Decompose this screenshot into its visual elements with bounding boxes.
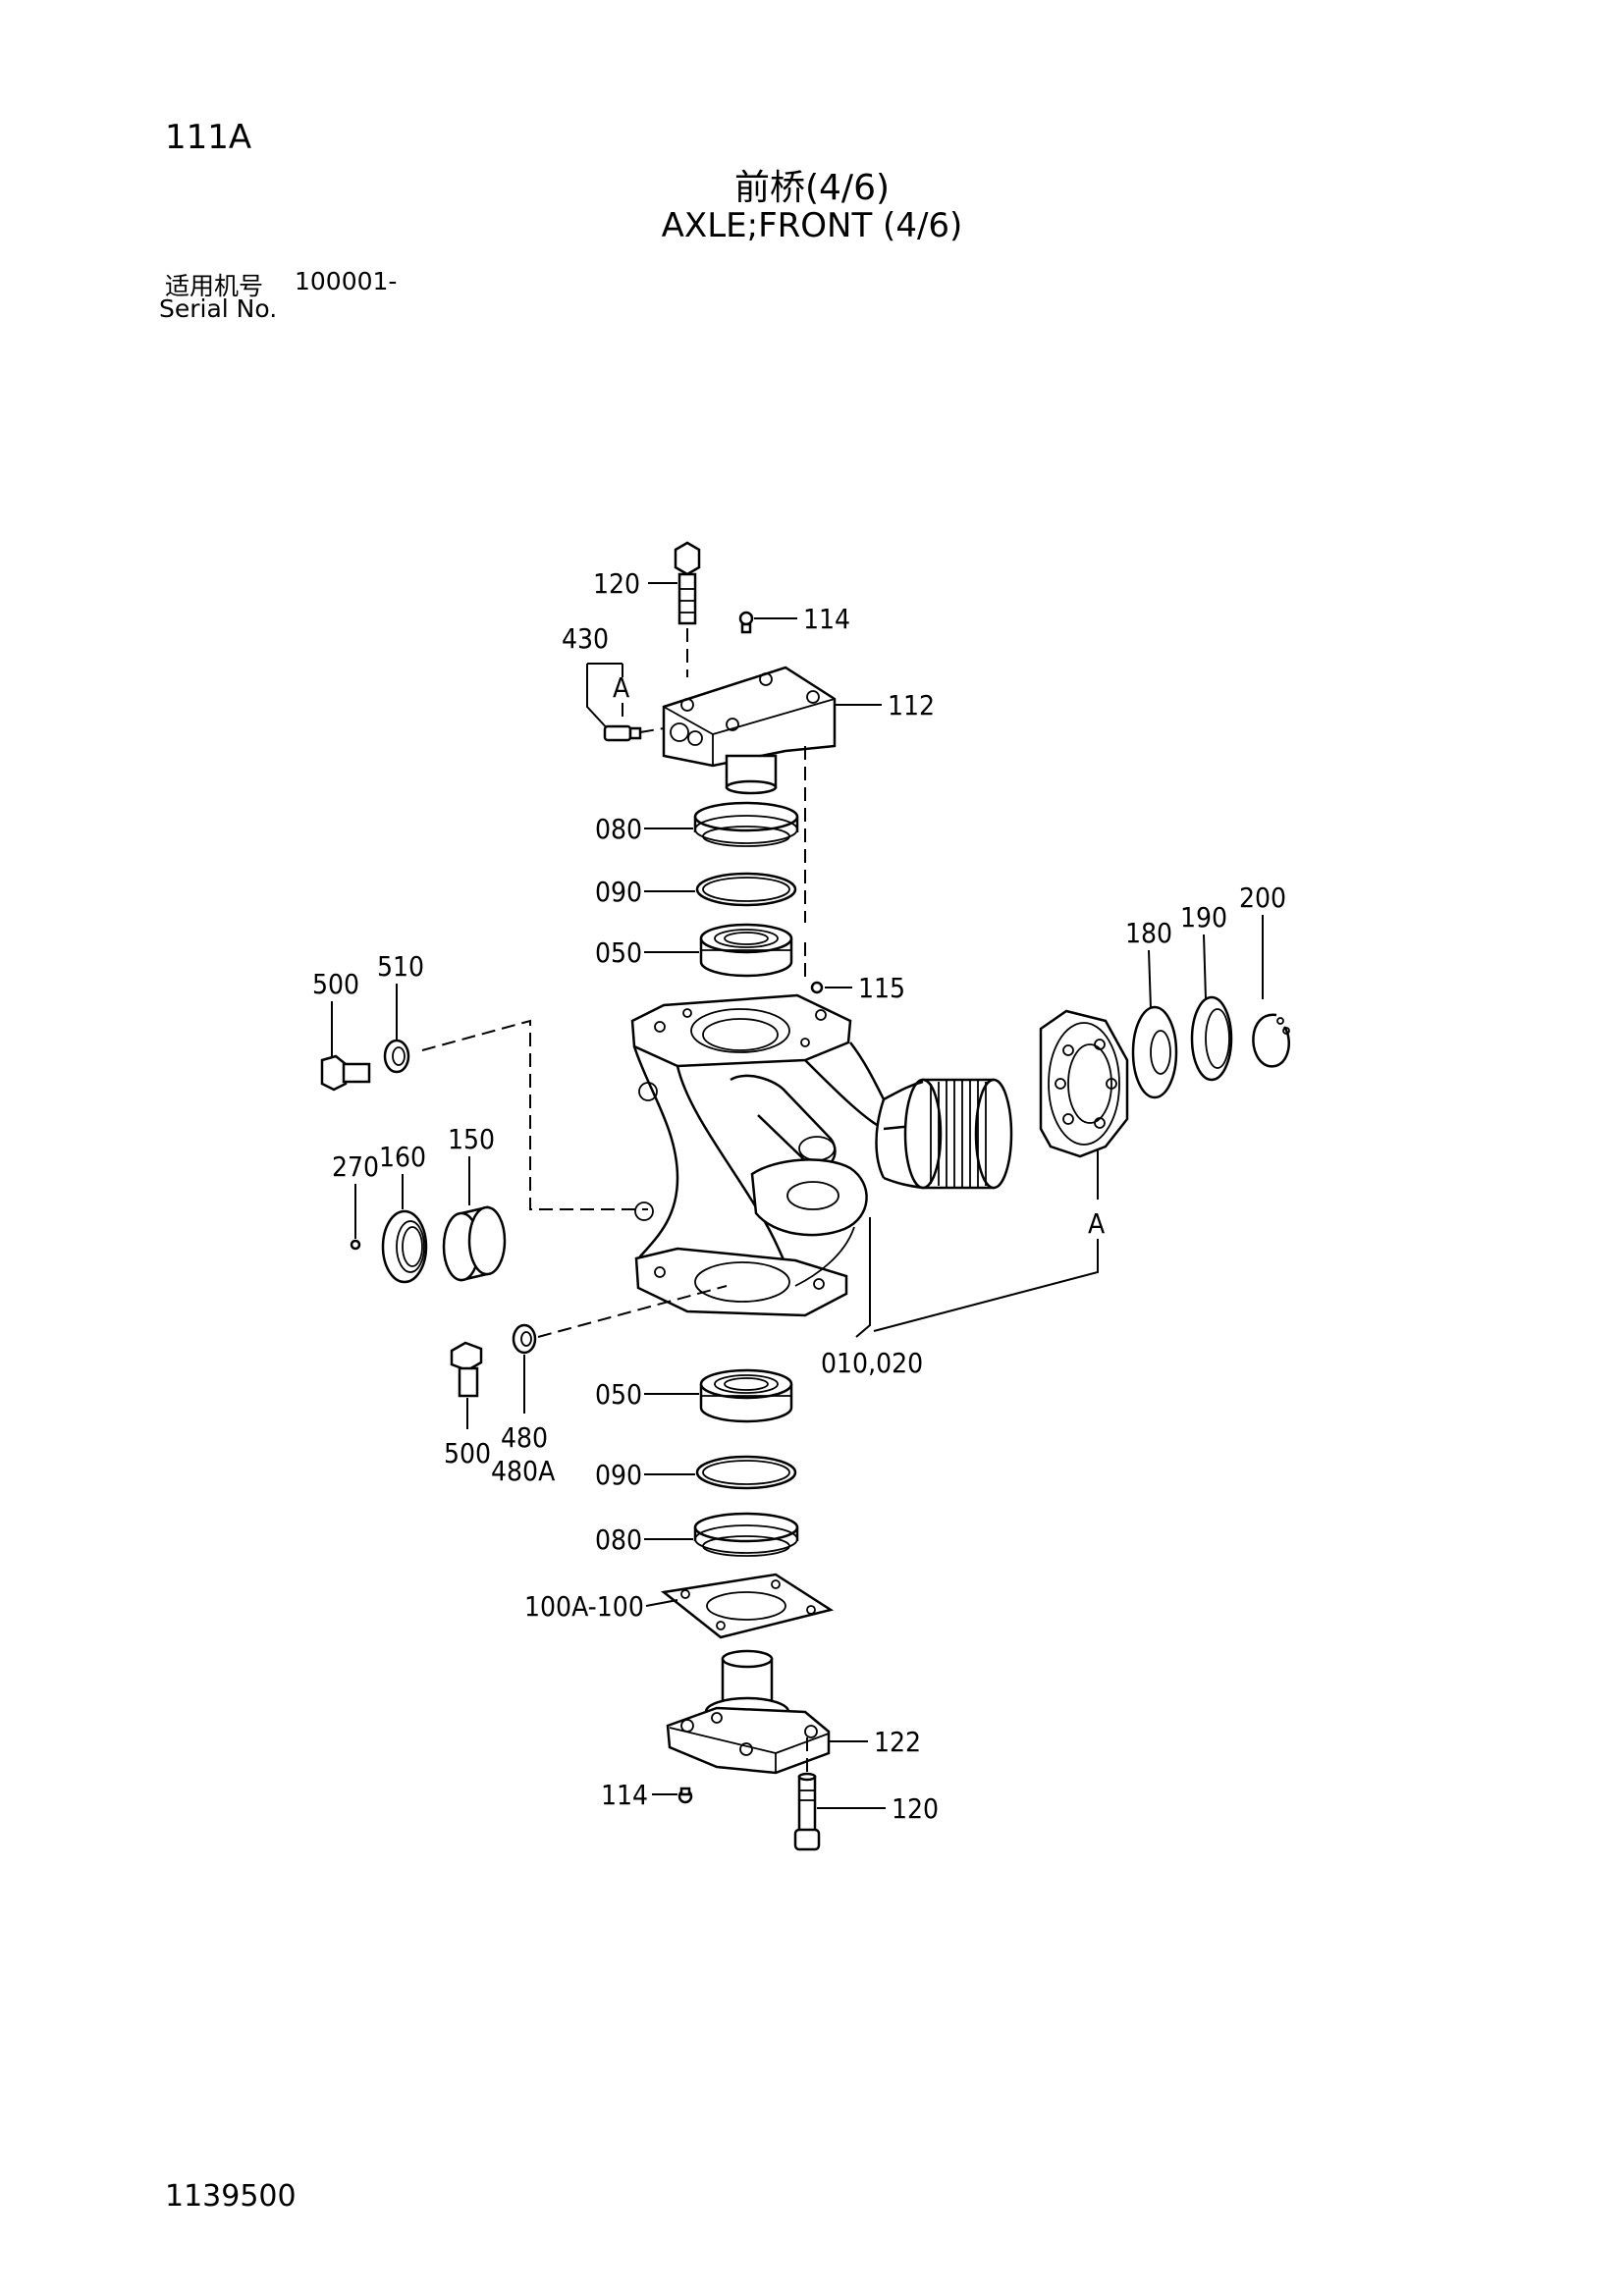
part-plug-430 [603,724,642,742]
callout-510: 510 [377,950,424,983]
callout-120-bottom: 120 [892,1792,939,1825]
callout-122: 122 [874,1726,921,1758]
part-cap-112 [662,666,837,795]
part-washer-510 [383,1039,410,1074]
part-bolt-120-bottom [793,1772,821,1851]
callout-080-bottom: 080 [595,1523,642,1556]
part-nipple-114-top [738,611,754,634]
callout-a-top: A [613,671,630,704]
part-bolt-500-top [320,1054,371,1092]
callout-114-top: 114 [803,603,850,635]
title-english: AXLE;FRONT (4/6) [661,206,963,245]
part-bolt-500-bottom [450,1341,483,1398]
callout-270: 270 [332,1150,379,1183]
part-bushing-150 [442,1205,507,1282]
callout-160: 160 [379,1141,426,1173]
part-115 [810,981,824,994]
serial-label-english: Serial No. [159,294,278,323]
page-number: 111A [165,118,252,157]
callout-050-top: 050 [595,936,642,969]
serial-value: 100001- [295,267,398,295]
part-snapring-200 [1252,1013,1290,1068]
callout-190: 190 [1180,901,1227,934]
callout-180: 180 [1125,917,1172,949]
callout-480: 480 [501,1421,548,1454]
part-270 [350,1239,361,1251]
part-seal-160 [381,1209,428,1284]
part-shim-180 [1131,1005,1178,1099]
part-cap-122 [666,1649,831,1775]
callout-500-bottom: 500 [444,1437,491,1469]
part-ring-190 [1190,995,1233,1082]
part-oring-090-top [695,872,797,907]
part-nipple-114-bottom [677,1787,693,1804]
document-code: 1139500 [165,2179,297,2214]
callout-115: 115 [858,972,905,1004]
callout-200: 200 [1239,881,1286,914]
callout-090-top: 090 [595,876,642,908]
callout-114-bottom: 114 [601,1779,648,1811]
callout-120-top: 120 [593,567,640,600]
part-bearing-050-top [699,923,793,978]
part-bolt-120-top [674,541,701,677]
part-washer-480 [512,1323,537,1355]
part-seal-080-top [693,801,799,847]
callout-100a-100: 100A-100 [524,1590,644,1623]
callout-a-right: A [1088,1207,1106,1240]
part-oring-090-bottom [695,1455,797,1490]
callout-500-top: 500 [312,968,359,1000]
callout-050-bottom: 050 [595,1378,642,1411]
part-hub-gear [1039,1009,1129,1158]
part-seal-080-bottom [693,1512,799,1557]
part-bearing-050-bottom [699,1368,793,1423]
part-gasket-100a-100 [660,1573,835,1639]
serial-label-chinese: 适用机号 [165,272,264,300]
callout-430: 430 [562,622,609,655]
title-chinese: 前桥(4/6) [733,168,891,208]
part-knuckle-housing-010-020 [630,993,1013,1317]
callout-010-020: 010,020 [821,1347,923,1379]
callout-150: 150 [448,1123,495,1155]
callout-480a: 480A [491,1455,556,1487]
callout-080-top: 080 [595,813,642,845]
callout-090-bottom: 090 [595,1459,642,1491]
callout-112: 112 [888,689,935,721]
